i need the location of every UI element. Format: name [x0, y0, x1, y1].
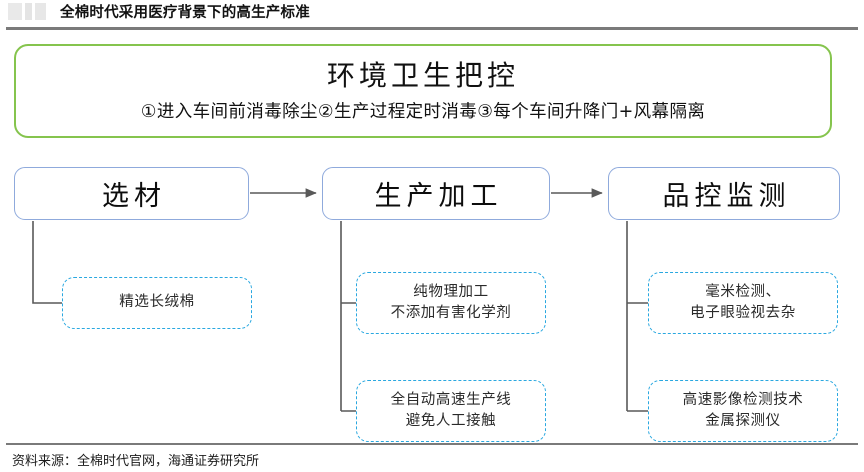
- step-label: 品控监测: [662, 181, 791, 212]
- detail-box-material-1: 精选长绒棉: [62, 277, 252, 329]
- detail-line: 高速影像检测技术: [682, 391, 804, 408]
- detail-box-quality-2: 高速影像检测技术 金属探测仪: [648, 380, 838, 442]
- detail-line: 精选长绒棉: [119, 294, 195, 311]
- detail-line: 电子眼验视去杂: [690, 305, 796, 321]
- step-box-quality-control[interactable]: 品控监测: [608, 167, 840, 220]
- detail-box-quality-1: 毫米检测、 电子眼验视去杂: [648, 272, 838, 334]
- environment-hygiene-banner: 环境卫生把控 ①进入车间前消毒除尘②生产过程定时消毒③每个车间升降门+风幕隔离: [14, 44, 832, 138]
- page-title: 全棉时代采用医疗背景下的高生产标准: [60, 5, 310, 21]
- step-label: 选材: [102, 181, 166, 212]
- banner-subtitle: ①进入车间前消毒除尘②生产过程定时消毒③每个车间升降门+风幕隔离: [140, 102, 706, 122]
- step-box-production[interactable]: 生产加工: [322, 167, 550, 220]
- detail-line: 金属探测仪: [705, 413, 781, 429]
- footer-divider: [6, 443, 858, 445]
- detail-line: 不添加有害化学剂: [390, 305, 512, 321]
- detail-box-production-1: 纯物理加工 不添加有害化学剂: [356, 272, 546, 334]
- header-divider: [6, 27, 858, 30]
- figure-number-watermark: [8, 3, 56, 20]
- source-note: 资料来源：全棉时代官网，海通证券研究所: [12, 454, 260, 469]
- detail-line: 毫米检测、: [705, 283, 781, 300]
- detail-box-production-2: 全自动高速生产线 避免人工接触: [356, 380, 546, 442]
- banner-title: 环境卫生把控: [326, 59, 519, 92]
- step-box-material-selection[interactable]: 选材: [14, 167, 249, 220]
- detail-line: 纯物理加工: [413, 283, 489, 300]
- step-label: 生产加工: [374, 181, 503, 212]
- detail-line: 全自动高速生产线: [390, 391, 512, 408]
- detail-line: 避免人工接触: [405, 413, 497, 429]
